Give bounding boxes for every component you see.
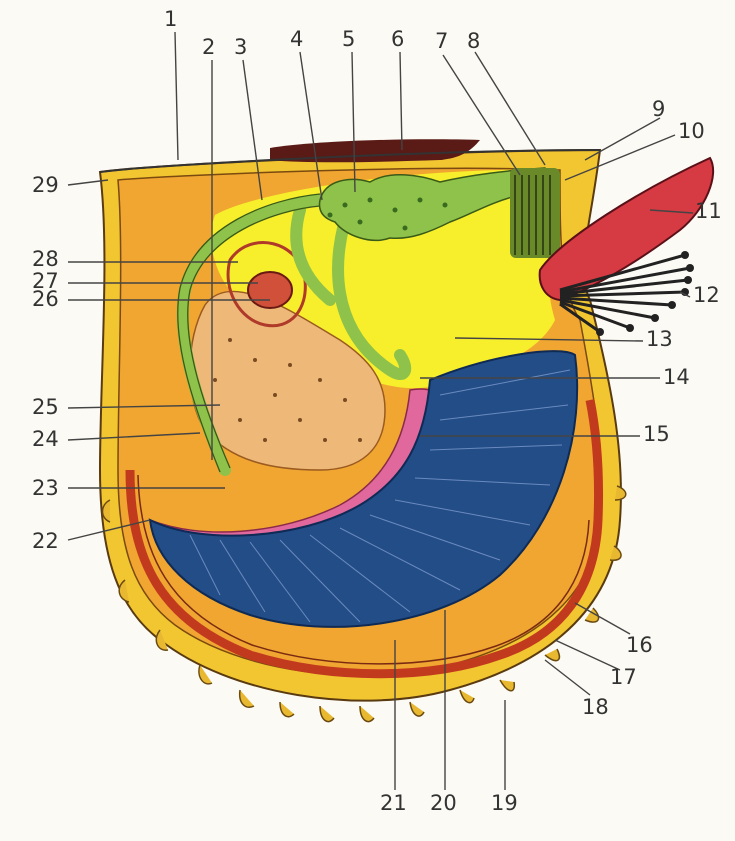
label-10: 10 (678, 119, 705, 143)
label-29: 29 (32, 173, 59, 197)
byssal-comb (510, 168, 560, 258)
label-20: 20 (430, 791, 457, 815)
heart (248, 272, 292, 308)
label-12: 12 (693, 283, 720, 307)
label-8: 8 (467, 29, 480, 53)
label-23: 23 (32, 476, 59, 500)
label-6: 6 (391, 27, 404, 51)
label-19: 19 (491, 791, 518, 815)
label-7: 7 (435, 29, 448, 53)
label-25: 25 (32, 395, 59, 419)
label-18: 18 (582, 695, 609, 719)
label-4: 4 (290, 27, 303, 51)
label-15: 15 (643, 422, 670, 446)
label-11: 11 (695, 199, 722, 223)
label-3: 3 (234, 35, 247, 59)
label-5: 5 (342, 27, 355, 51)
label-16: 16 (626, 633, 653, 657)
label-24: 24 (32, 427, 59, 451)
label-17: 17 (610, 665, 637, 689)
label-13: 13 (646, 327, 673, 351)
label-1: 1 (164, 7, 177, 31)
label-14: 14 (663, 365, 690, 389)
label-9: 9 (652, 97, 665, 121)
label-28: 28 (32, 247, 59, 271)
label-2: 2 (202, 35, 215, 59)
label-22: 22 (32, 529, 59, 553)
label-27: 27 (32, 269, 59, 293)
label-21: 21 (380, 791, 407, 815)
